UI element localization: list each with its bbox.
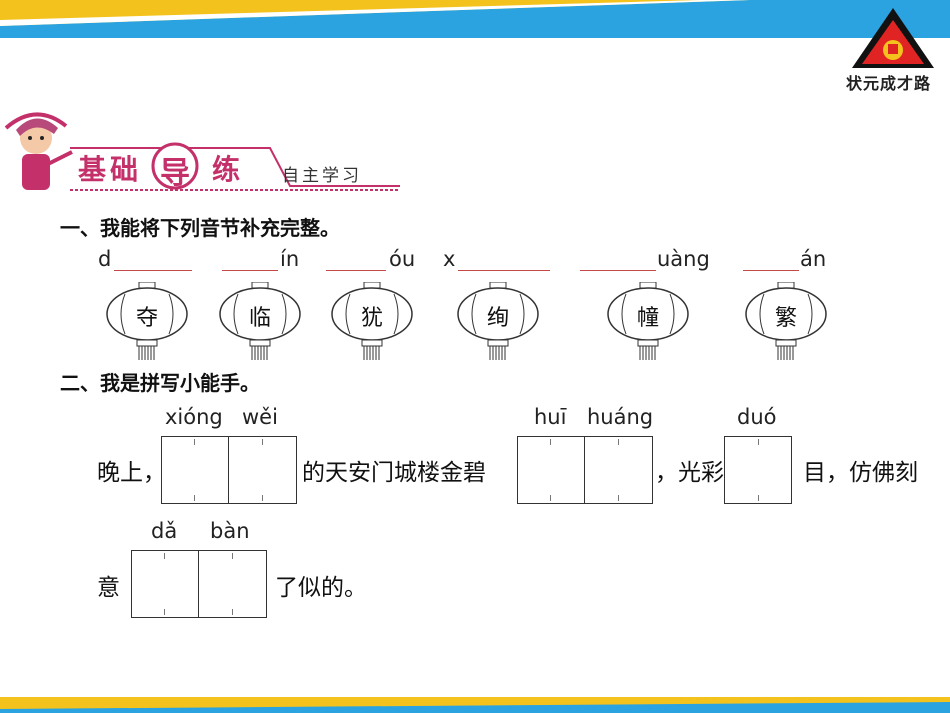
question-2-title: 二、我是拼写小能手。 bbox=[60, 371, 260, 395]
answer-blank[interactable] bbox=[114, 270, 192, 271]
pinyin-label: dǎ bbox=[151, 519, 178, 543]
pinyin-label: huáng bbox=[587, 405, 654, 429]
answer-blank[interactable] bbox=[458, 270, 550, 271]
banner-char-2: 础 bbox=[110, 153, 139, 186]
sentence-text: 目，仿佛刻 bbox=[803, 460, 918, 486]
pinyin-prefix: d bbox=[98, 247, 112, 271]
publisher-logo bbox=[852, 8, 934, 68]
answer-blank[interactable] bbox=[743, 270, 799, 271]
sentence-text: 了似的。 bbox=[275, 575, 367, 601]
answer-box[interactable] bbox=[131, 550, 267, 618]
sentence-text: 晚上， bbox=[97, 460, 166, 486]
logo-text: 状元成才路 bbox=[846, 74, 932, 93]
pinyin-suffix: óu bbox=[389, 247, 416, 271]
lantern-char: 繁 bbox=[774, 306, 797, 331]
pinyin-label: duó bbox=[737, 405, 777, 429]
banner-char-3: 导 bbox=[160, 156, 190, 191]
section-banner bbox=[4, 112, 400, 191]
sentence-text: 的天安门城楼金碧 bbox=[302, 460, 486, 486]
sentence-text: 意 bbox=[97, 575, 120, 601]
answer-box[interactable] bbox=[161, 436, 297, 504]
lantern-char: 犹 bbox=[360, 306, 383, 331]
answer-box[interactable] bbox=[724, 436, 792, 504]
question-1-title: 一、我能将下列音节补充完整。 bbox=[60, 216, 340, 240]
answer-blank[interactable] bbox=[580, 270, 656, 271]
banner-char-4: 练 bbox=[212, 153, 241, 186]
banner-char-1: 基 bbox=[78, 153, 107, 186]
top-banner-bar bbox=[0, 0, 950, 38]
pinyin-label: bàn bbox=[210, 519, 250, 543]
sentence-text: ，光彩 bbox=[655, 460, 724, 486]
bottom-banner-bar bbox=[0, 697, 950, 713]
pinyin-label: huī bbox=[534, 405, 567, 429]
pinyin-suffix: ín bbox=[280, 247, 300, 271]
pinyin-suffix: uàng bbox=[657, 247, 710, 271]
lantern-char: 幢 bbox=[636, 306, 659, 331]
lantern-char: 夺 bbox=[135, 306, 158, 331]
lantern-char: 临 bbox=[248, 306, 271, 331]
lantern-char: 绚 bbox=[486, 306, 509, 331]
pinyin-label: wěi bbox=[242, 405, 278, 429]
answer-blank[interactable] bbox=[222, 270, 278, 271]
pinyin-suffix: án bbox=[800, 247, 827, 271]
answer-blank[interactable] bbox=[326, 270, 386, 271]
banner-subtitle: 自主学习 bbox=[282, 166, 362, 186]
pinyin-prefix: x bbox=[443, 247, 456, 271]
pinyin-label: xióng bbox=[165, 405, 223, 429]
answer-box[interactable] bbox=[517, 436, 653, 504]
